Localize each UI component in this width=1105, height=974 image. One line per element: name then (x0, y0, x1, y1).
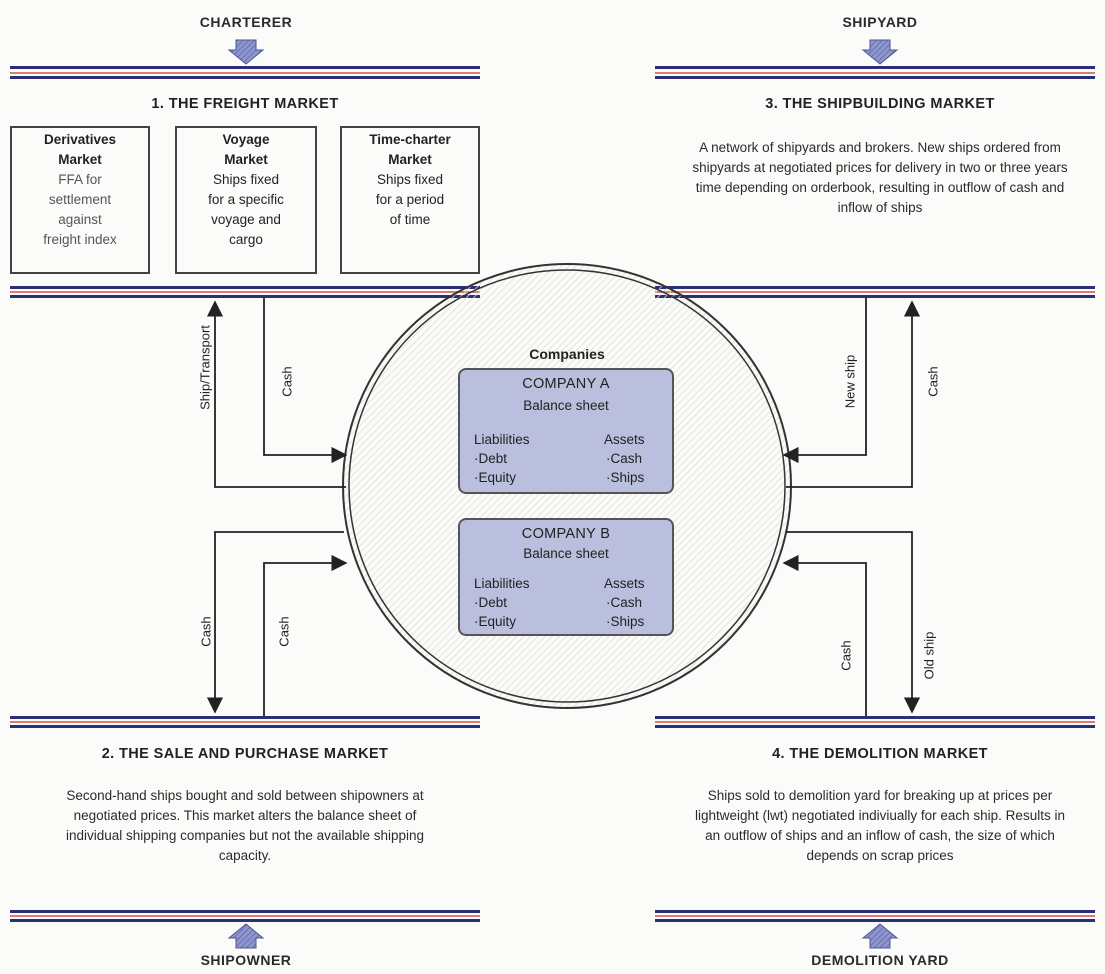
label-old-ship: Old ship (921, 631, 937, 680)
submarket-derivatives-title-1: Derivatives (43, 132, 117, 147)
company-b-asset-ships: ·Ships (606, 614, 645, 629)
demolition-yard-arrow-icon (861, 923, 899, 949)
label-shipbuilding-cash: Cash (925, 366, 941, 397)
company-a-assets-label: Assets (604, 432, 645, 447)
company-b-liability-equity: ·Equity (474, 614, 517, 629)
flow-freight-cash-arrow (263, 298, 348, 464)
submarket-time-charter-desc-1: Ships fixed (376, 172, 444, 187)
actor-charterer: CHARTERER (199, 14, 293, 30)
submarket-time-charter-title-2: Market (388, 152, 432, 167)
shipyard-arrow-icon (861, 39, 899, 65)
flow-sp-cash-in-arrow (263, 554, 348, 716)
flow-demolition-oldship-arrow (786, 531, 921, 714)
actor-shipowner: SHIPOWNER (200, 952, 292, 968)
submarket-derivatives-title-2: Market (58, 152, 102, 167)
company-b-liabilities-label: Liabilities (474, 576, 530, 591)
submarket-derivatives: Derivatives Market FFA for settlement ag… (10, 126, 150, 274)
submarket-derivatives-desc-4: freight index (43, 232, 117, 247)
band-bottom-right-lower (655, 910, 1095, 922)
shipbuilding-market-title: 3. THE SHIPBUILDING MARKET (765, 96, 995, 112)
submarket-voyage-title-1: Voyage (222, 132, 270, 147)
submarket-voyage-title-2: Market (224, 152, 268, 167)
band-bottom-left-lower (10, 910, 480, 922)
submarket-voyage-desc-1: Ships fixed (212, 172, 280, 187)
company-a-name: COMPANY A (522, 376, 610, 392)
band-top-left-upper (10, 66, 480, 79)
submarket-derivatives-desc-1: FFA for (58, 172, 102, 187)
band-top-left-lower (10, 286, 480, 298)
company-b-assets-label: Assets (604, 576, 645, 591)
company-a-asset-cash: ·Cash (606, 451, 643, 466)
submarket-derivatives-desc-3: against (58, 212, 102, 227)
company-a-card: COMPANY A Balance sheet Liabilities ·Deb… (458, 368, 674, 494)
shipowner-arrow-icon (227, 923, 265, 949)
company-a-asset-ships: ·Ships (606, 470, 645, 485)
band-bottom-left-upper (10, 716, 480, 728)
label-sp-cash-left: Cash (198, 616, 214, 647)
label-sp-cash-right: Cash (276, 616, 292, 647)
band-bottom-right-upper (655, 716, 1095, 728)
band-top-right-lower (655, 286, 1095, 298)
charterer-arrow-icon (227, 39, 265, 65)
sale-purchase-market-description: Second-hand ships bought and sold betwee… (66, 788, 424, 863)
flow-freight-ship-transport-arrow (206, 300, 346, 488)
company-a-subtitle: Balance sheet (523, 398, 609, 413)
company-b-liability-debt: ·Debt (474, 595, 508, 610)
submarket-time-charter: Time-charter Market Ships fixed for a pe… (340, 126, 480, 274)
companies-heading: Companies (529, 346, 605, 362)
submarket-voyage-desc-2: for a specific (208, 192, 284, 207)
label-ship-transport: Ship/Transport (197, 325, 213, 410)
company-b-card: COMPANY B Balance sheet Liabilities ·Deb… (458, 518, 674, 636)
label-demolition-cash: Cash (838, 640, 854, 671)
submarket-voyage-desc-3: voyage and (211, 212, 281, 227)
shipbuilding-market-description: A network of shipyards and brokers. New … (692, 140, 1068, 215)
submarket-time-charter-desc-3: of time (389, 212, 431, 227)
flow-shipbuilding-newship-arrow (782, 298, 867, 464)
actor-shipyard: SHIPYARD (842, 14, 918, 30)
submarket-time-charter-title-1: Time-charter (369, 132, 451, 147)
company-a-liability-debt: ·Debt (474, 451, 508, 466)
flow-demolition-cash-arrow (782, 554, 867, 716)
company-a-liabilities-label: Liabilities (474, 432, 530, 447)
submarket-voyage-desc-4: cargo (229, 232, 263, 247)
sale-purchase-market-title: 2. THE SALE AND PURCHASE MARKET (101, 746, 389, 762)
submarket-derivatives-desc-2: settlement (48, 192, 112, 207)
freight-market-title: 1. THE FREIGHT MARKET (151, 96, 339, 112)
submarket-voyage: Voyage Market Ships fixed for a specific… (175, 126, 317, 274)
company-a-liability-equity: ·Equity (474, 470, 517, 485)
actor-demolition-yard: DEMOLITION YARD (811, 952, 949, 968)
label-new-ship: New ship (842, 354, 858, 409)
flow-sp-cash-out-arrow (206, 531, 344, 714)
label-freight-cash: Cash (279, 366, 295, 397)
flow-shipbuilding-cash-arrow (786, 300, 921, 488)
demolition-market-description: Ships sold to demolition yard for breaki… (695, 788, 1065, 863)
company-b-name: COMPANY B (521, 526, 611, 542)
submarket-time-charter-desc-2: for a period (375, 192, 445, 207)
company-b-asset-cash: ·Cash (606, 595, 643, 610)
demolition-market-title: 4. THE DEMOLITION MARKET (772, 746, 988, 762)
band-top-right-upper (655, 66, 1095, 79)
company-b-subtitle: Balance sheet (523, 546, 609, 561)
